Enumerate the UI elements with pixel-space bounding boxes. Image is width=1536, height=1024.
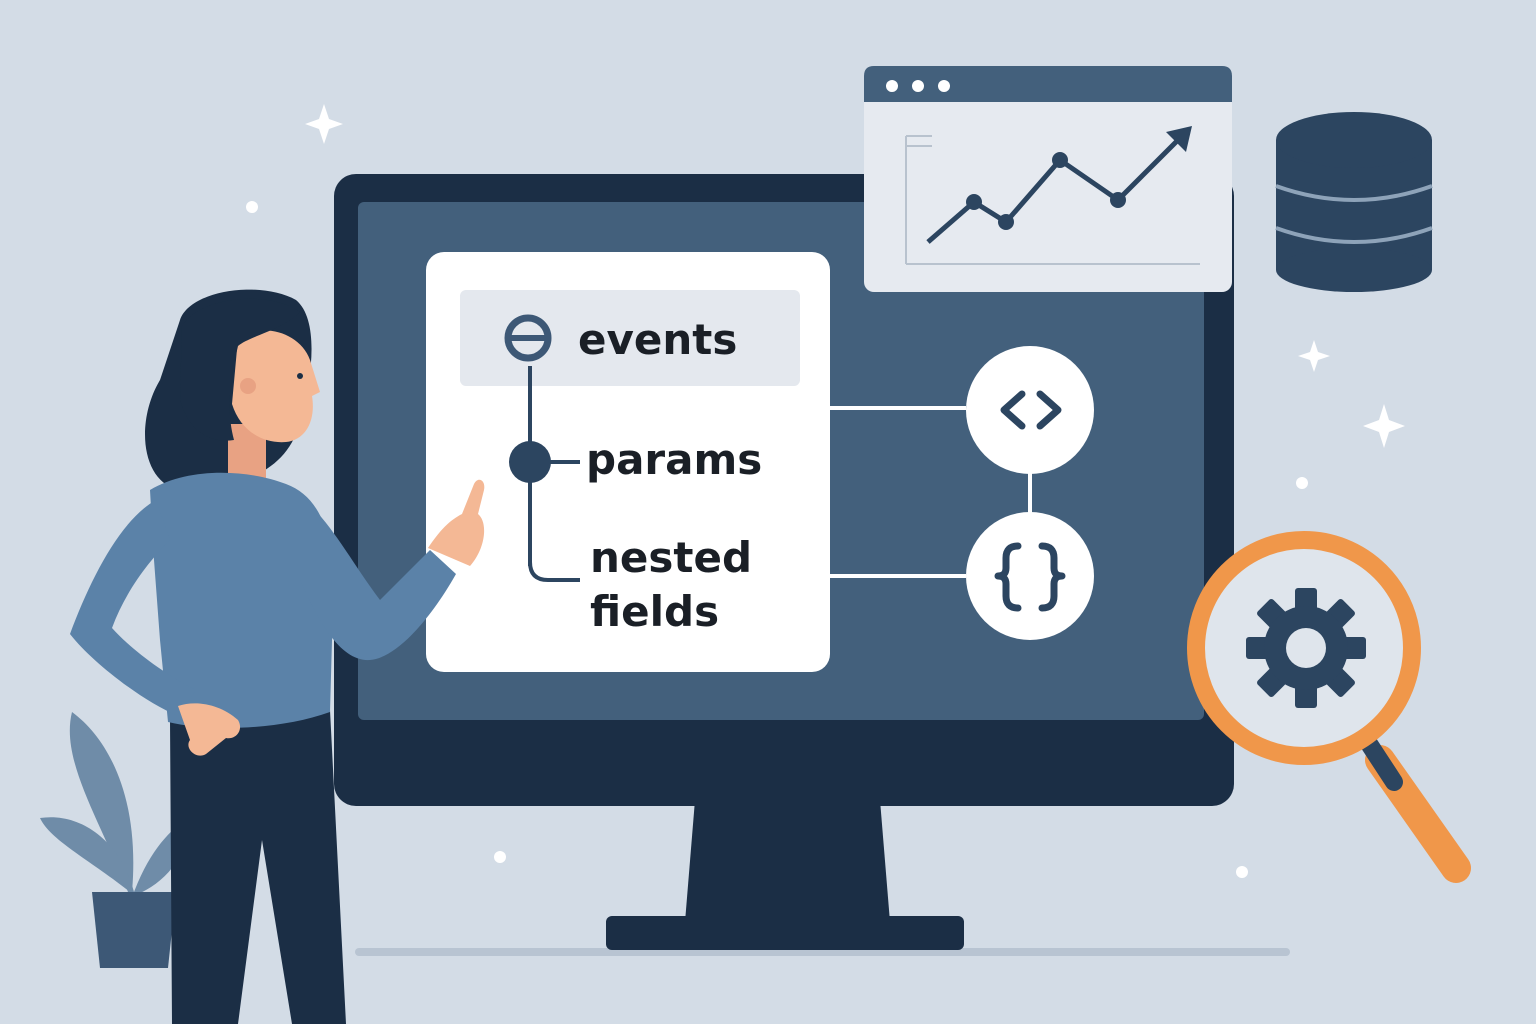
floor-line <box>355 948 1290 956</box>
code-brackets-node[interactable] <box>966 346 1094 474</box>
gear-icon <box>1246 588 1366 708</box>
code-brackets-icon <box>1000 390 1062 430</box>
magnifier-gear-icon <box>1187 531 1471 883</box>
woman-figure <box>70 289 485 1024</box>
window-dots <box>886 80 950 92</box>
schema-panel: events params nested fields <box>426 252 830 672</box>
node-dot-icon <box>509 441 551 483</box>
chart-window <box>864 66 1232 292</box>
database-icon <box>1275 112 1433 292</box>
events-row[interactable] <box>460 290 800 386</box>
trend-up-icon <box>926 126 1192 244</box>
params-label: params <box>586 435 762 484</box>
nested-label: nested <box>590 533 752 582</box>
sparkle-icon <box>246 104 1405 878</box>
fields-label: fields <box>590 587 719 636</box>
curly-braces-icon <box>994 542 1066 612</box>
curly-braces-node[interactable] <box>966 512 1094 640</box>
plant-icon <box>40 712 190 968</box>
chart-axes <box>905 135 1200 265</box>
monitor-stand <box>606 800 964 950</box>
events-label: events <box>578 315 737 364</box>
database-field-icon <box>504 314 552 362</box>
